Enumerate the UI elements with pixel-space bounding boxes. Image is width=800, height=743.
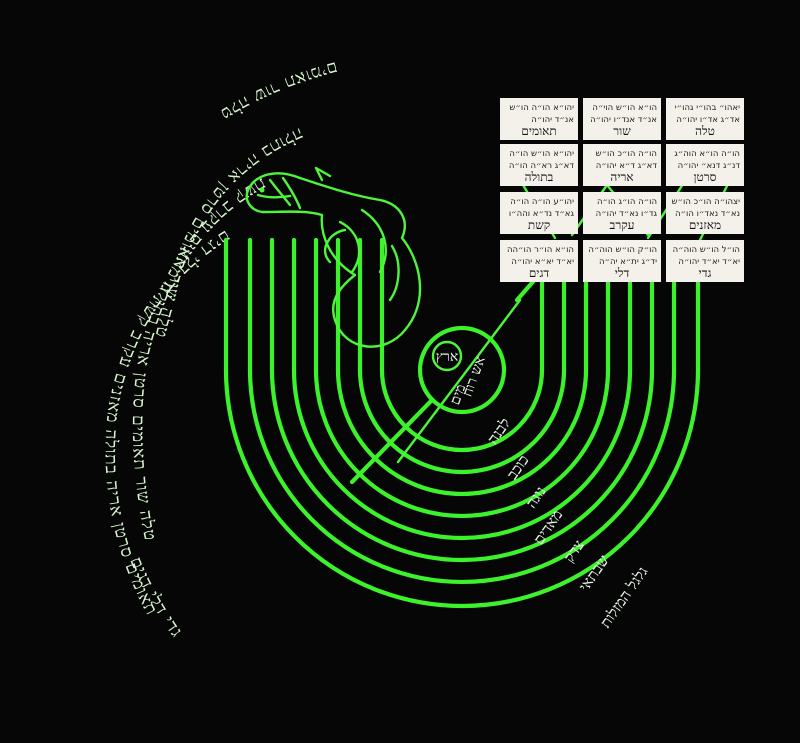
card-sign-name: אריה [610,170,633,184]
card-top-line: הו״א הו״ר הו״הה [507,245,574,255]
card-mid-line: אנ״ד יהו״ה [531,115,574,125]
card-sign-name: גדי [699,266,712,280]
card-top-line: הו״ק הו״ש הוה״ה [588,245,657,255]
card-top-line: הו״ה הו״א הוה״ג [674,149,740,159]
elements-line-2: מים [447,382,469,407]
card-top-line: יהו״א הו״ה הו״ש [509,103,574,113]
earth-label: ארץ [436,349,459,365]
center-earth: ארץ אש רוח מים [417,325,507,415]
card-background [500,240,578,282]
card-sign-name: תאומים [521,124,556,138]
card-top-line: הו״ה הו״ג הו״ה [597,197,657,207]
card-sign-name: דלי [615,266,630,280]
card-mid-line: גא״ד נד״א והה״ו [509,209,575,219]
card-background [666,240,744,282]
card-mid-line: יא״ד יא״ד יהו״ה [678,257,740,267]
card-sign-name: סרטן [693,170,716,184]
planetary-rings [223,237,701,609]
card-sign-name: שור [613,124,631,138]
planet-ring-4 [313,237,611,519]
card-background [583,192,661,234]
zodiac-arc-4: טלה שור תאומים סרטן אריה בתולה מאזנים עק… [0,0,234,625]
ring-divider-line [349,397,435,485]
card-background [583,144,661,186]
planet-ring-6 [269,237,655,563]
card-top-line: הו״ה הו״כ הו״ש [595,149,657,159]
card-background [583,240,661,282]
ring-label-1: לבנה [484,415,515,448]
card-sign-name: קשת [528,218,550,232]
card-background [583,98,661,140]
card-background [666,192,744,234]
card-top-line: הו״א הו״ש הוי״ה [592,103,657,113]
card-top-line: יהו״א הו״ש הו״ה [509,149,574,159]
card-top-line: הו״ל הו״ש הוה״ה [673,245,740,255]
zodiac-arc-1: טלה שור תאומים [216,57,340,124]
planet-ring-2 [357,237,567,475]
card-background [500,144,578,186]
card-sign-name: עקרב [610,218,635,232]
card-mid-line: יד״ג ית״א יה״ה [599,257,657,267]
card-background [500,192,578,234]
planet-ring-7 [247,237,677,585]
card-sign-name: בתולה [525,170,554,184]
card-background [666,144,744,186]
planet-ring-5 [291,237,633,541]
zodiac-arcs: טלה שור תאומים טלה שור תאומים סרטן אריה … [0,0,340,642]
card-sign-name: דגים [529,266,550,280]
serpent-figure [245,166,422,348]
ring-label-5: צדק [560,536,588,565]
card-mid-line: דא״ג רא״ה הו״ה [509,161,574,171]
card-mid-line: יא״ד יא״א יהו״ה [511,257,574,267]
card-background [500,98,578,140]
card-mid-line: אד״ג אד״ו יהו״ה [676,115,740,125]
card-top-line: יאהו״ בהו״י גהו״י [675,103,740,113]
card-mid-line: דא״ג ד״א יהו״ה [596,161,658,171]
card-mid-line: נא״ד נאד״ו הו״ה [675,209,740,219]
planet-ring-8 [223,237,701,609]
ring-label-2: כוכב [503,451,533,482]
card-top-line: יהו״ע הו״ה הו״ה [510,197,574,207]
card-sign-name: טלה [695,124,715,138]
ring-label-3: נוגה [522,483,550,512]
card-top-line: יצהו״ה הו״כ הו״ש [672,197,741,207]
card-mid-line: גד״ו נא״ד יהו״ה [596,209,658,219]
card-mid-line: אנ״ד אנד״ו יהו״ה [590,115,657,125]
planet-ring-3 [335,237,589,497]
ring-label-4: מאדים [530,506,567,548]
zodiac-arc-2: טלה שור תאומים סרטן אריה בתולה [150,123,306,340]
card-background [666,98,744,140]
card-sign-name: מאזנים [689,218,721,232]
planet-ring-1 [379,237,545,453]
card-mid-line: דנ״ג דנא״ יהו״ה [678,161,741,171]
